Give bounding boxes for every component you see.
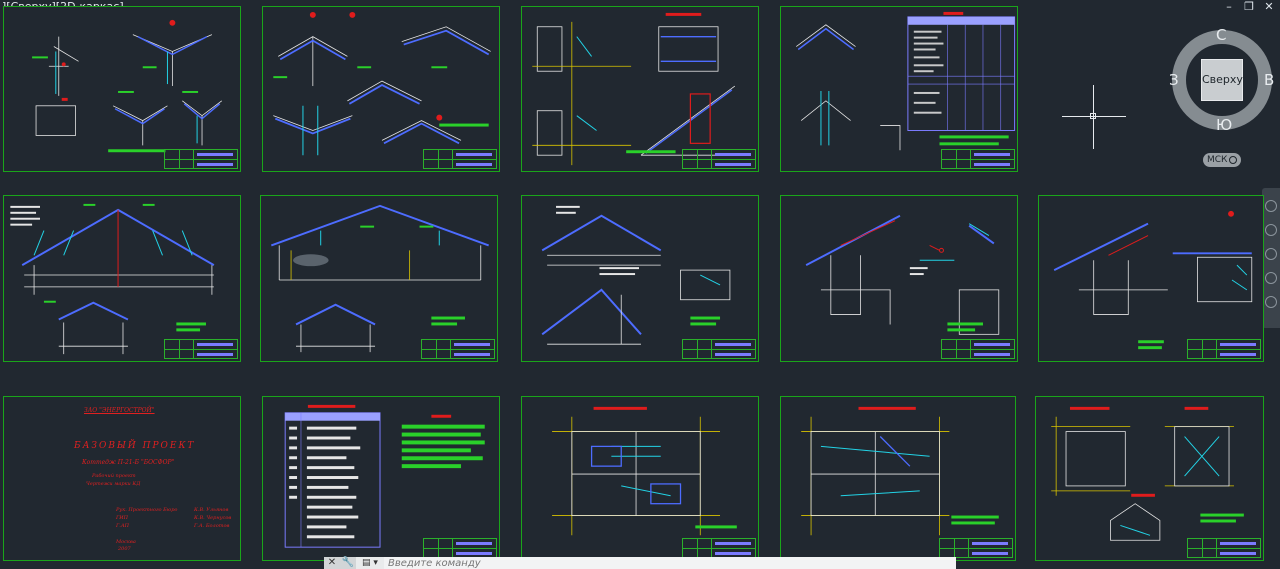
roof-plan <box>1051 406 1244 541</box>
crosshair <box>1062 116 1126 117</box>
cover-company: ЗАО "ЭНЕРГОСТРОЙ" <box>84 407 155 414</box>
drawing-sheet-8 <box>780 195 1018 362</box>
cover-sheet: ЗАО "ЭНЕРГОСТРОЙ" БАЗОВЫЙ ПРОЕКТ Коттедж… <box>3 396 241 561</box>
title-block <box>682 149 756 169</box>
zoom-icon[interactable] <box>1265 248 1277 260</box>
cover-subtitle: Коттедж П-21-Б "БОСФОР" <box>82 459 175 466</box>
node-drawing <box>1053 210 1253 350</box>
detail-drawing <box>532 12 736 166</box>
cover-signatory: Г.А. Болотов <box>194 523 230 529</box>
floor-plan <box>552 406 737 536</box>
title-block <box>164 339 238 359</box>
ucs-menu[interactable]: МСК <box>1203 153 1241 167</box>
viewcube[interactable]: Сверху С Ю З В <box>1169 26 1275 134</box>
sheet-index-table <box>284 404 485 548</box>
detail-drawing <box>32 19 223 153</box>
drawing-sheet-7 <box>521 195 759 362</box>
title-block <box>939 538 1013 558</box>
cover-role: Г.АП <box>116 523 130 529</box>
minimize-icon[interactable]: – <box>1226 0 1232 13</box>
drawing-sheet-9 <box>1038 195 1264 362</box>
crosshair <box>1093 85 1094 149</box>
pan-icon[interactable] <box>1265 224 1277 236</box>
cover-role: ГИП <box>116 515 129 521</box>
compass-west[interactable]: З <box>1169 71 1179 89</box>
section-drawing <box>270 204 490 353</box>
orbit-icon[interactable] <box>1265 272 1277 284</box>
navigation-bar <box>1262 188 1280 328</box>
floor-plan <box>801 406 999 536</box>
title-block <box>421 339 495 359</box>
cover-year: 2007 <box>118 546 131 552</box>
spec-sheet <box>796 11 1016 151</box>
compass-south[interactable]: Ю <box>1216 116 1233 134</box>
drawing-sheet-6 <box>260 195 498 362</box>
title-block <box>682 339 756 359</box>
detail-drawing <box>273 11 491 156</box>
section-drawing <box>10 203 215 355</box>
window-controls: – ❐ ✕ <box>1222 1 1276 13</box>
cover-doc-type: Рабочий проект <box>92 473 136 479</box>
command-line: ✕ 🔧 ▤ ▾ <box>324 557 956 569</box>
cover-city: Москва <box>116 539 136 545</box>
section-drawing <box>541 205 731 345</box>
close-icon[interactable]: ✕ <box>1264 0 1274 13</box>
cover-signatory: К.В. Ульянов <box>194 507 229 513</box>
cover-title: БАЗОВЫЙ ПРОЕКТ <box>74 441 196 451</box>
steering-wheel-icon[interactable] <box>1265 200 1277 212</box>
drawing-sheet-2 <box>262 6 500 172</box>
title-block <box>1187 339 1261 359</box>
title-block <box>941 149 1015 169</box>
cursor-pickbox <box>1090 113 1096 119</box>
node-drawing <box>805 214 1000 335</box>
wrench-icon[interactable]: 🔧 <box>340 557 356 569</box>
title-block <box>682 538 756 558</box>
drawing-sheet-plan-2 <box>780 396 1016 561</box>
title-block <box>423 538 497 558</box>
showmotion-icon[interactable] <box>1265 296 1277 308</box>
title-block <box>164 149 238 169</box>
compass-east[interactable]: В <box>1264 71 1275 89</box>
drawing-sheet-3 <box>521 6 759 172</box>
drawing-sheet-5 <box>3 195 241 362</box>
compass-north[interactable]: С <box>1216 26 1227 44</box>
drawing-sheet-index <box>262 396 500 561</box>
command-input[interactable] <box>384 557 956 569</box>
close-icon[interactable]: ✕ <box>324 557 340 569</box>
recent-commands-button[interactable]: ▤ ▾ <box>362 558 378 568</box>
cover-doc-mark: Чертежи марки КД <box>86 481 141 487</box>
title-block <box>1187 538 1261 558</box>
viewcube-top-face[interactable]: Сверху <box>1201 59 1243 101</box>
drawing-sheet-4 <box>780 6 1018 172</box>
drawing-sheet-1 <box>3 6 241 172</box>
cover-signatory: К.В. Чернусов <box>194 515 232 521</box>
restore-icon[interactable]: ❐ <box>1244 0 1254 13</box>
drawing-sheet-plan-1 <box>521 396 759 561</box>
cover-role: Рук. Проектного Бюро <box>116 507 178 513</box>
title-block <box>423 149 497 169</box>
drawing-sheet-plan-3 <box>1035 396 1264 561</box>
title-block <box>941 339 1015 359</box>
